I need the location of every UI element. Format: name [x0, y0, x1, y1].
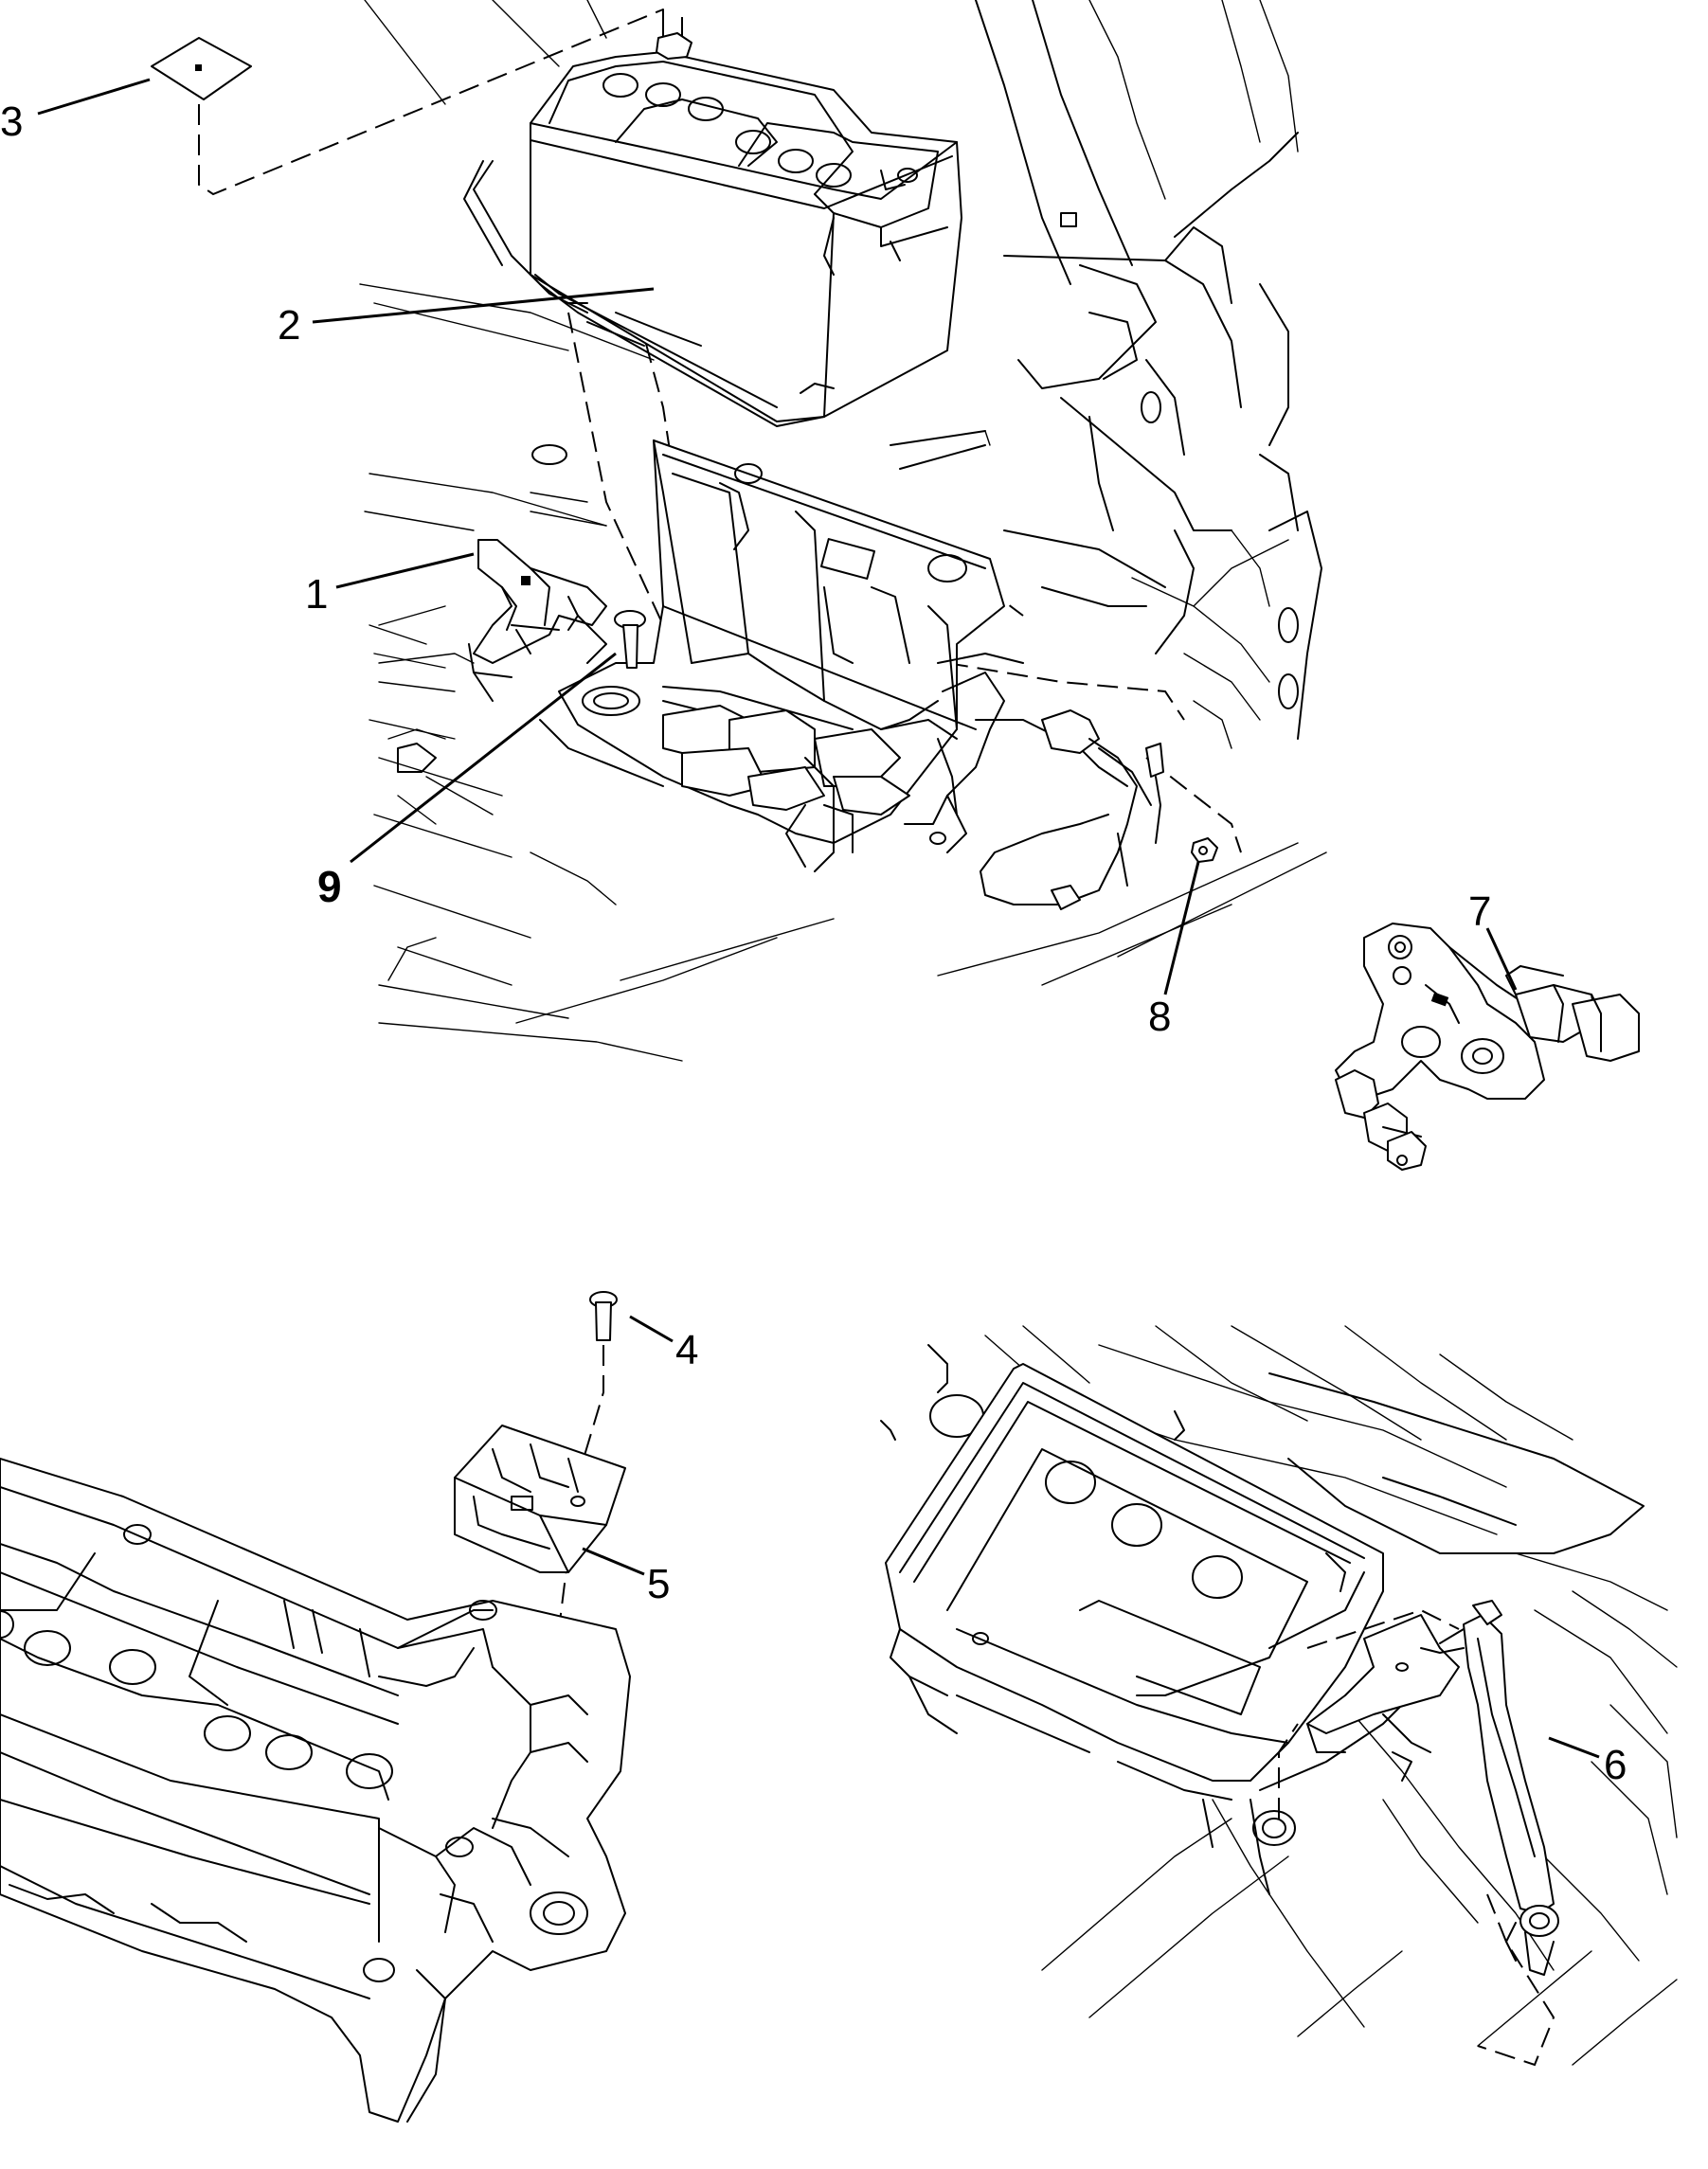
callout-leaders: [37, 78, 1600, 1759]
callout-3: 3: [0, 99, 23, 145]
tray-bolt: [614, 610, 646, 669]
callout-4: 4: [675, 1327, 698, 1373]
leader-2: [312, 287, 655, 324]
battery-terminal-sensor-detail: [1335, 923, 1640, 1171]
battery-tray: [531, 430, 1005, 872]
callout-labels: 3 2 1 9 8 7 4 5 6: [0, 99, 1627, 1788]
leader-8: [1163, 861, 1200, 995]
callout-8: 8: [1148, 994, 1171, 1040]
floor-lines: [378, 492, 607, 825]
leader-3: [37, 78, 151, 116]
callout-5: 5: [647, 1561, 670, 1607]
terminal-cover-pad: [151, 37, 252, 100]
vent-tube: [463, 160, 588, 314]
leader-1: [335, 552, 475, 589]
battery: [530, 9, 962, 427]
leader-7: [1485, 927, 1518, 991]
callout-1: 1: [305, 571, 328, 618]
hold-down-clamp: [468, 539, 607, 702]
callout-9: 9: [317, 862, 342, 911]
leader-9: [350, 652, 617, 864]
main-assembly-view: [151, 0, 1327, 1062]
body-panel-lines: [359, 0, 1327, 1062]
callout-7: 7: [1468, 888, 1491, 935]
leader-4: [629, 1315, 674, 1343]
ground-strap-detail: [880, 1325, 1678, 2067]
battery-cable: [937, 653, 1164, 910]
battery-retainer-detail: [0, 1291, 631, 2123]
leader-5: [582, 1547, 645, 1576]
callout-6: 6: [1604, 1742, 1627, 1788]
leader-6: [1548, 1736, 1600, 1759]
callout-2: 2: [278, 302, 300, 349]
ground-nut: [1191, 837, 1218, 863]
